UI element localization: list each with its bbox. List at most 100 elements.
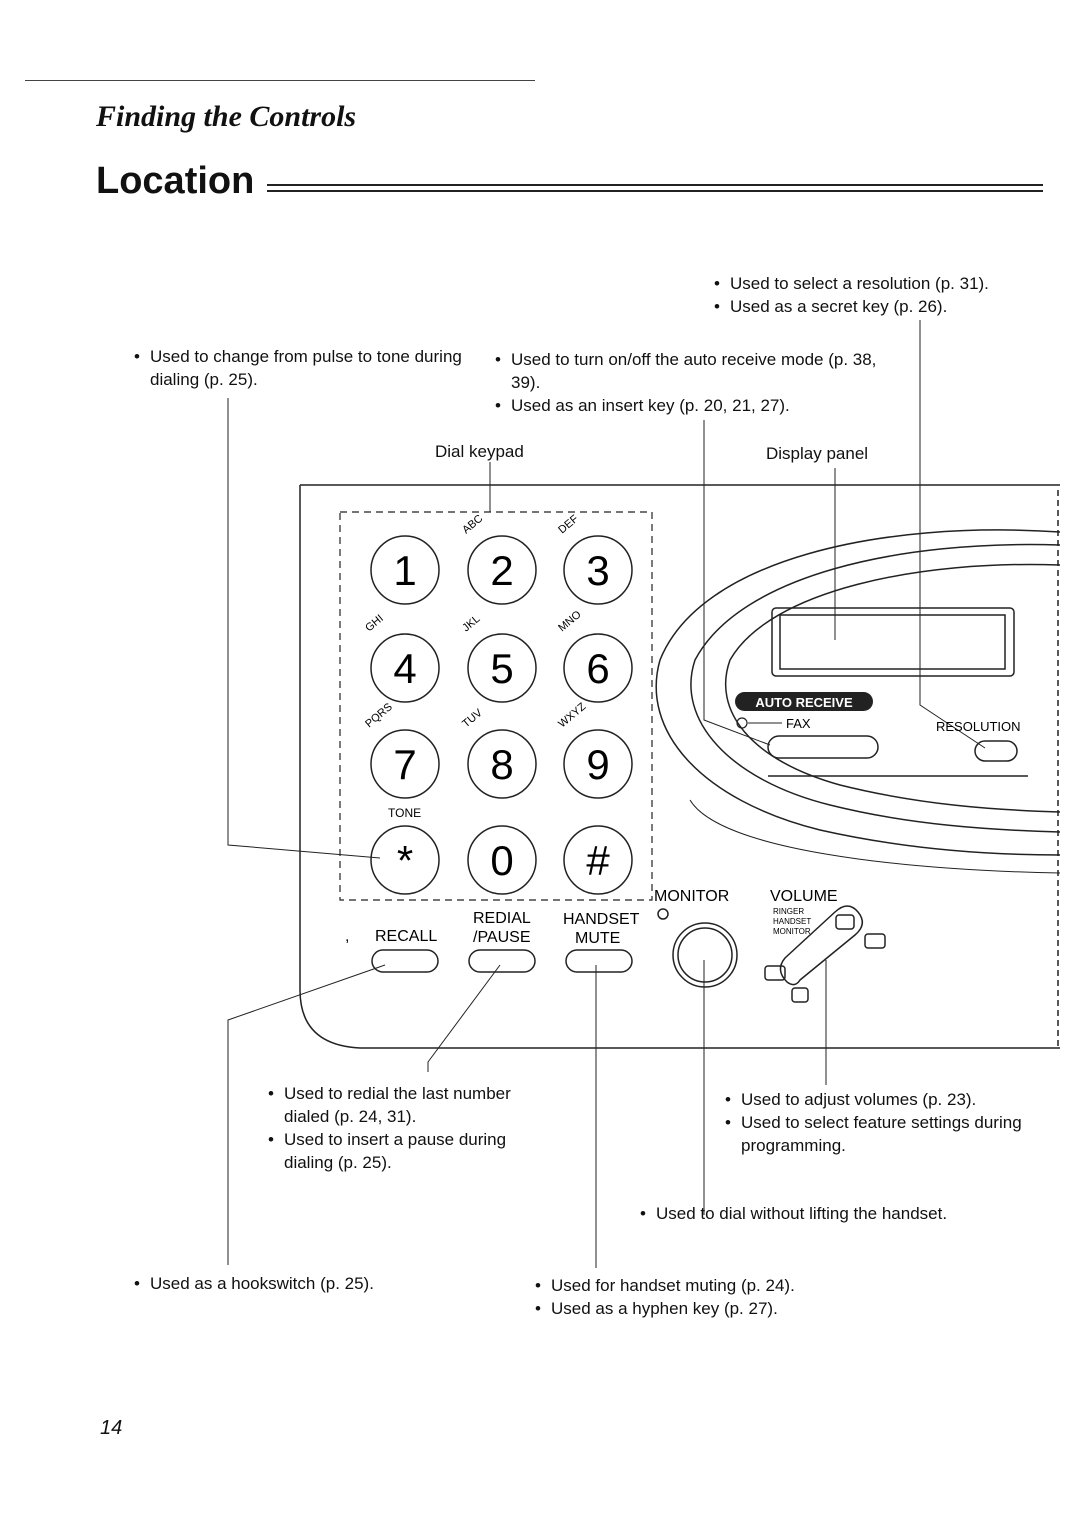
key-2-button[interactable] bbox=[467, 535, 537, 605]
recall-button bbox=[371, 949, 439, 973]
mute-label: MUTE bbox=[575, 930, 620, 947]
key-label: 3 bbox=[586, 547, 609, 594]
key-letters: ABC bbox=[460, 513, 485, 537]
tone-callout: Used to change from pulse to tone during… bbox=[134, 345, 469, 391]
tone-note-1: Used to change from pulse to tone during… bbox=[134, 345, 469, 391]
key-letters: JKL bbox=[460, 613, 482, 634]
key-8-button[interactable] bbox=[467, 729, 537, 799]
dial-keypad-label: Dial keypad bbox=[435, 442, 524, 461]
volume-label: VOLUME bbox=[770, 888, 838, 905]
title-rule-2 bbox=[267, 190, 1043, 192]
key-label: 7 bbox=[393, 741, 416, 788]
section-title: Finding the Controls bbox=[96, 100, 357, 133]
redial-callout: Used to redial the last number dialed (p… bbox=[268, 1082, 558, 1174]
key-letters: TUV bbox=[460, 707, 485, 731]
key-hash-button[interactable] bbox=[563, 825, 633, 895]
key-label: 4 bbox=[393, 645, 416, 692]
auto-receive-note-1: Used to turn on/off the auto receive mod… bbox=[495, 348, 885, 394]
recall-callout: Used as a hookswitch (p. 25). bbox=[134, 1272, 434, 1295]
panel-arc-lower bbox=[689, 799, 1061, 874]
resolution-callout: Used to select a resolution (p. 31). Use… bbox=[714, 272, 1044, 318]
pause-label: /PAUSE bbox=[473, 929, 531, 946]
key-1-button[interactable] bbox=[370, 535, 440, 605]
key-label: 6 bbox=[586, 645, 609, 692]
monitor-indicator bbox=[657, 908, 669, 920]
fax-indicator bbox=[736, 717, 748, 729]
redial-label: REDIAL bbox=[473, 910, 531, 927]
volume-note-2: Used to select feature settings during p… bbox=[725, 1111, 1025, 1157]
tone-leader bbox=[227, 398, 381, 859]
display-panel-label: Display panel bbox=[766, 444, 869, 463]
mute-note-1: Used for handset muting (p. 24). bbox=[535, 1274, 855, 1297]
mute-note-2: Used as a hyphen key (p. 27). bbox=[535, 1297, 855, 1320]
volume-down-key bbox=[791, 987, 809, 1003]
resolution-label: RESOLUTION bbox=[936, 719, 1021, 734]
redial-pause-button bbox=[468, 949, 536, 973]
volume-sub-monitor: MONITOR bbox=[773, 927, 811, 936]
tone-label: TONE bbox=[388, 806, 421, 820]
volume-right-key bbox=[864, 933, 886, 949]
handset-label: HANDSET bbox=[563, 911, 640, 928]
monitor-label: MONITOR bbox=[654, 888, 729, 905]
key-letters: GHI bbox=[363, 613, 386, 635]
key-letters: WXYZ bbox=[556, 701, 588, 731]
fax-button bbox=[767, 735, 879, 759]
recall-dot: , bbox=[345, 928, 349, 945]
auto-receive-badge bbox=[735, 692, 873, 711]
key-7-button[interactable] bbox=[370, 729, 440, 799]
page-number: 14 bbox=[100, 1417, 123, 1439]
monitor-button bbox=[672, 922, 738, 988]
resolution-button bbox=[974, 740, 1018, 762]
key-label: * bbox=[397, 837, 413, 884]
key-label: # bbox=[586, 837, 610, 884]
key-label: 0 bbox=[490, 837, 513, 884]
key-letters: PQRS bbox=[363, 701, 395, 730]
title-rule bbox=[267, 184, 1043, 186]
volume-sub-handset: HANDSET bbox=[773, 917, 811, 926]
mute-callout: Used for handset muting (p. 24). Used as… bbox=[535, 1274, 855, 1320]
key-6-button[interactable] bbox=[563, 633, 633, 703]
display-frame bbox=[771, 607, 1015, 677]
key-5-button[interactable] bbox=[467, 633, 537, 703]
key-letters: DEF bbox=[556, 513, 581, 537]
key-star-button[interactable] bbox=[370, 825, 440, 895]
recall-note-1: Used as a hookswitch (p. 25). bbox=[134, 1272, 434, 1295]
resolution-note-2: Used as a secret key (p. 26). bbox=[714, 295, 1044, 318]
panel-arc-mid bbox=[690, 543, 1061, 833]
key-label: 8 bbox=[490, 741, 513, 788]
mute-button bbox=[565, 949, 633, 973]
key-label: 2 bbox=[490, 547, 513, 594]
panel-arc-outer bbox=[655, 529, 1061, 856]
recall-label: RECALL bbox=[375, 928, 437, 945]
fax-label: FAX bbox=[786, 716, 811, 731]
volume-callout: Used to adjust volumes (p. 23). Used to … bbox=[725, 1088, 1025, 1157]
redial-leader bbox=[427, 964, 501, 1072]
auto-receive-label: AUTO RECEIVE bbox=[755, 695, 853, 710]
display-screen bbox=[779, 614, 1006, 670]
key-3-button[interactable] bbox=[563, 535, 633, 605]
key-0-button[interactable] bbox=[467, 825, 537, 895]
volume-rocker bbox=[779, 905, 864, 986]
volume-up-key bbox=[835, 914, 855, 930]
monitor-button-inner bbox=[677, 927, 733, 983]
keypad-frame bbox=[339, 511, 653, 901]
key-label: 9 bbox=[586, 741, 609, 788]
key-label: 1 bbox=[393, 547, 416, 594]
volume-sub-ringer: RINGER bbox=[773, 907, 804, 916]
auto-receive-leader bbox=[703, 420, 771, 746]
volume-left-key bbox=[764, 965, 786, 981]
key-9-button[interactable] bbox=[563, 729, 633, 799]
key-label: 5 bbox=[490, 645, 513, 692]
monitor-callout: Used to dial without lifting the handset… bbox=[640, 1202, 1020, 1225]
monitor-note-1: Used to dial without lifting the handset… bbox=[640, 1202, 1020, 1225]
redial-note-2: Used to insert a pause during dialing (p… bbox=[268, 1128, 558, 1174]
resolution-note-1: Used to select a resolution (p. 31). bbox=[714, 272, 1044, 295]
volume-note-1: Used to adjust volumes (p. 23). bbox=[725, 1088, 1025, 1111]
key-4-button[interactable] bbox=[370, 633, 440, 703]
redial-note-1: Used to redial the last number dialed (p… bbox=[268, 1082, 558, 1128]
key-letters: MNO bbox=[556, 608, 584, 634]
recall-leader bbox=[227, 964, 386, 1265]
auto-receive-note-2: Used as an insert key (p. 20, 21, 27). bbox=[495, 394, 885, 417]
